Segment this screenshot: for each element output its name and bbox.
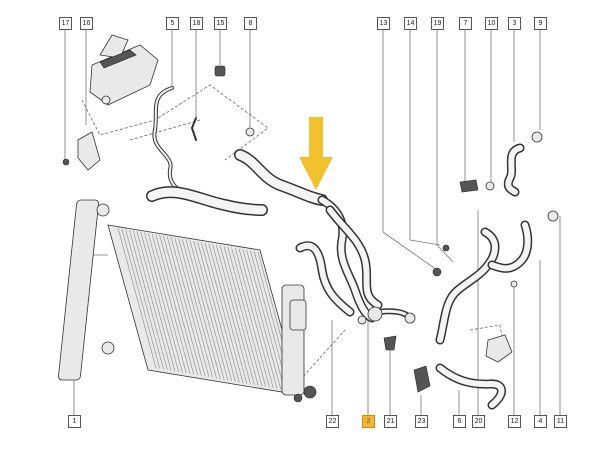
- expansion-tank: [62, 34, 159, 171]
- callout-9: 9: [534, 17, 547, 30]
- radiator-fin: [200, 242, 240, 383]
- radiator: [58, 199, 317, 403]
- radiator-fin: [182, 238, 221, 380]
- radiator-fin: [189, 240, 229, 381]
- callout-16: 16: [80, 17, 93, 30]
- callout-19: 19: [431, 17, 444, 30]
- radiator-fin: [166, 236, 206, 377]
- radiator-fin: [121, 228, 161, 369]
- radiator-fin: [204, 242, 244, 383]
- callout-21: 21: [384, 415, 397, 428]
- leader-lines: [64, 30, 561, 415]
- arrow-down-icon: [299, 117, 333, 190]
- callout-1: 1: [68, 415, 81, 428]
- callout-23: 23: [415, 415, 428, 428]
- callout-5: 5: [166, 17, 179, 30]
- radiator-fin: [174, 237, 214, 378]
- callout-13: 13: [377, 17, 390, 30]
- radiator-fin: [231, 247, 270, 388]
- radiator-fin: [155, 234, 195, 375]
- callout-18: 18: [190, 17, 203, 30]
- callout-17: 17: [59, 17, 72, 30]
- radiator-fin: [125, 229, 164, 370]
- hose-assembly: [295, 195, 416, 351]
- radiator-fin: [185, 239, 225, 380]
- callout-2-highlighted: 2: [362, 415, 375, 428]
- right-hoses: [413, 131, 559, 410]
- radiator-fin: [178, 238, 217, 379]
- radiator-fin: [219, 245, 259, 386]
- radiator-fin: [132, 230, 172, 371]
- radiator-fin: [216, 244, 255, 385]
- radiator-fin: [212, 244, 251, 385]
- callout-10: 10: [485, 17, 498, 30]
- radiator-fin: [151, 233, 191, 374]
- callout-11: 11: [554, 415, 567, 428]
- callout-7: 7: [459, 17, 472, 30]
- radiator-fin: [140, 231, 179, 372]
- radiator-fin: [129, 229, 168, 371]
- callout-4: 4: [534, 415, 547, 428]
- radiator-fin: [170, 237, 210, 378]
- radiator-fin: [238, 248, 278, 389]
- callout-3: 3: [508, 17, 521, 30]
- callout-12: 12: [508, 415, 521, 428]
- radiator-fin: [117, 227, 157, 369]
- radiator-fin: [242, 249, 282, 390]
- radiator-fin: [223, 246, 263, 387]
- radiator-fin: [246, 249, 285, 391]
- radiator-fin: [235, 248, 274, 389]
- radiator-fin: [147, 233, 187, 374]
- callout-14: 14: [404, 17, 417, 30]
- radiator-fin: [197, 241, 236, 382]
- radiator-fin: [227, 246, 267, 387]
- radiator-fin: [208, 243, 248, 384]
- callout-20: 20: [472, 415, 485, 428]
- radiator-fin: [193, 240, 232, 382]
- callout-22: 22: [326, 415, 339, 428]
- radiator-fin: [136, 231, 176, 372]
- callout-6: 6: [453, 415, 466, 428]
- callout-8: 8: [244, 17, 257, 30]
- small-parts: [152, 65, 255, 197]
- radiator-fin: [144, 232, 183, 373]
- radiator-fin: [159, 235, 198, 376]
- upper-hose: [146, 149, 328, 216]
- radiator-fin: [163, 235, 202, 376]
- callout-15: 15: [214, 17, 227, 30]
